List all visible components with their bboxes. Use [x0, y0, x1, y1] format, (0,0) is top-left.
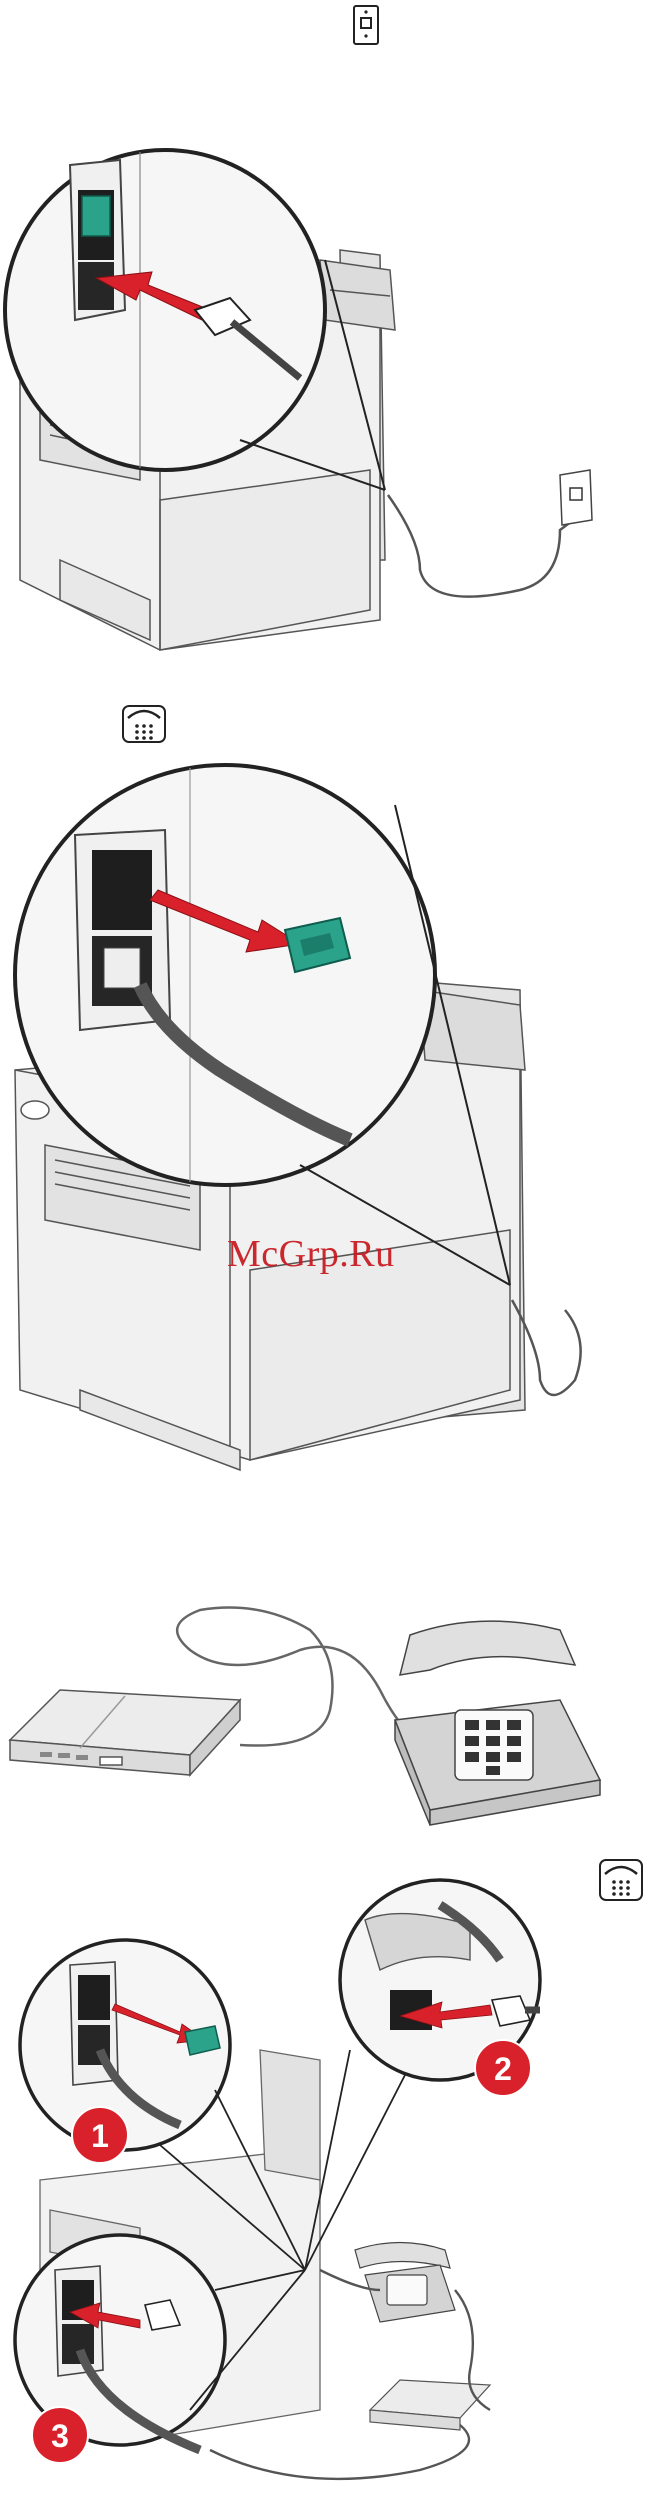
figure-remove-plug	[0, 690, 647, 1500]
watermark: McGrp.Ru	[227, 1232, 395, 1276]
figure-three-step-connection: 1 2 3	[0, 1850, 647, 2509]
figure-remove-plug-drawing	[0, 690, 647, 1500]
step-badge-1: 1	[72, 2107, 128, 2163]
step-badge-3: 3	[32, 2407, 88, 2463]
answering-machine	[10, 1690, 240, 1775]
phone-cord	[388, 495, 580, 597]
telephone	[355, 2243, 455, 2323]
figure-answering-machine-phone	[0, 1590, 647, 1840]
magnified-port-view	[5, 150, 325, 470]
figure-three-step-connection-drawing: 1 2 3	[0, 1850, 647, 2509]
telephone-icon	[123, 706, 165, 742]
figure-line-to-wall-jack-drawing	[0, 0, 647, 680]
step-badge-3-label: 3	[51, 2418, 69, 2454]
step-badge-1-label: 1	[91, 2118, 109, 2154]
magnified-port-view	[15, 765, 435, 1185]
step-badge-2-label: 2	[494, 2051, 512, 2087]
figure-answering-machine-phone-drawing	[0, 1590, 647, 1840]
figure-line-to-wall-jack	[0, 0, 647, 680]
telephone-icon	[600, 1860, 642, 1900]
wall-jack-plate	[560, 470, 592, 525]
telephone	[395, 1621, 600, 1825]
magnified-step-1	[20, 1940, 230, 2150]
wall-jack-icon	[354, 6, 378, 44]
step-badge-2: 2	[475, 2040, 531, 2096]
answering-machine	[370, 2380, 490, 2430]
